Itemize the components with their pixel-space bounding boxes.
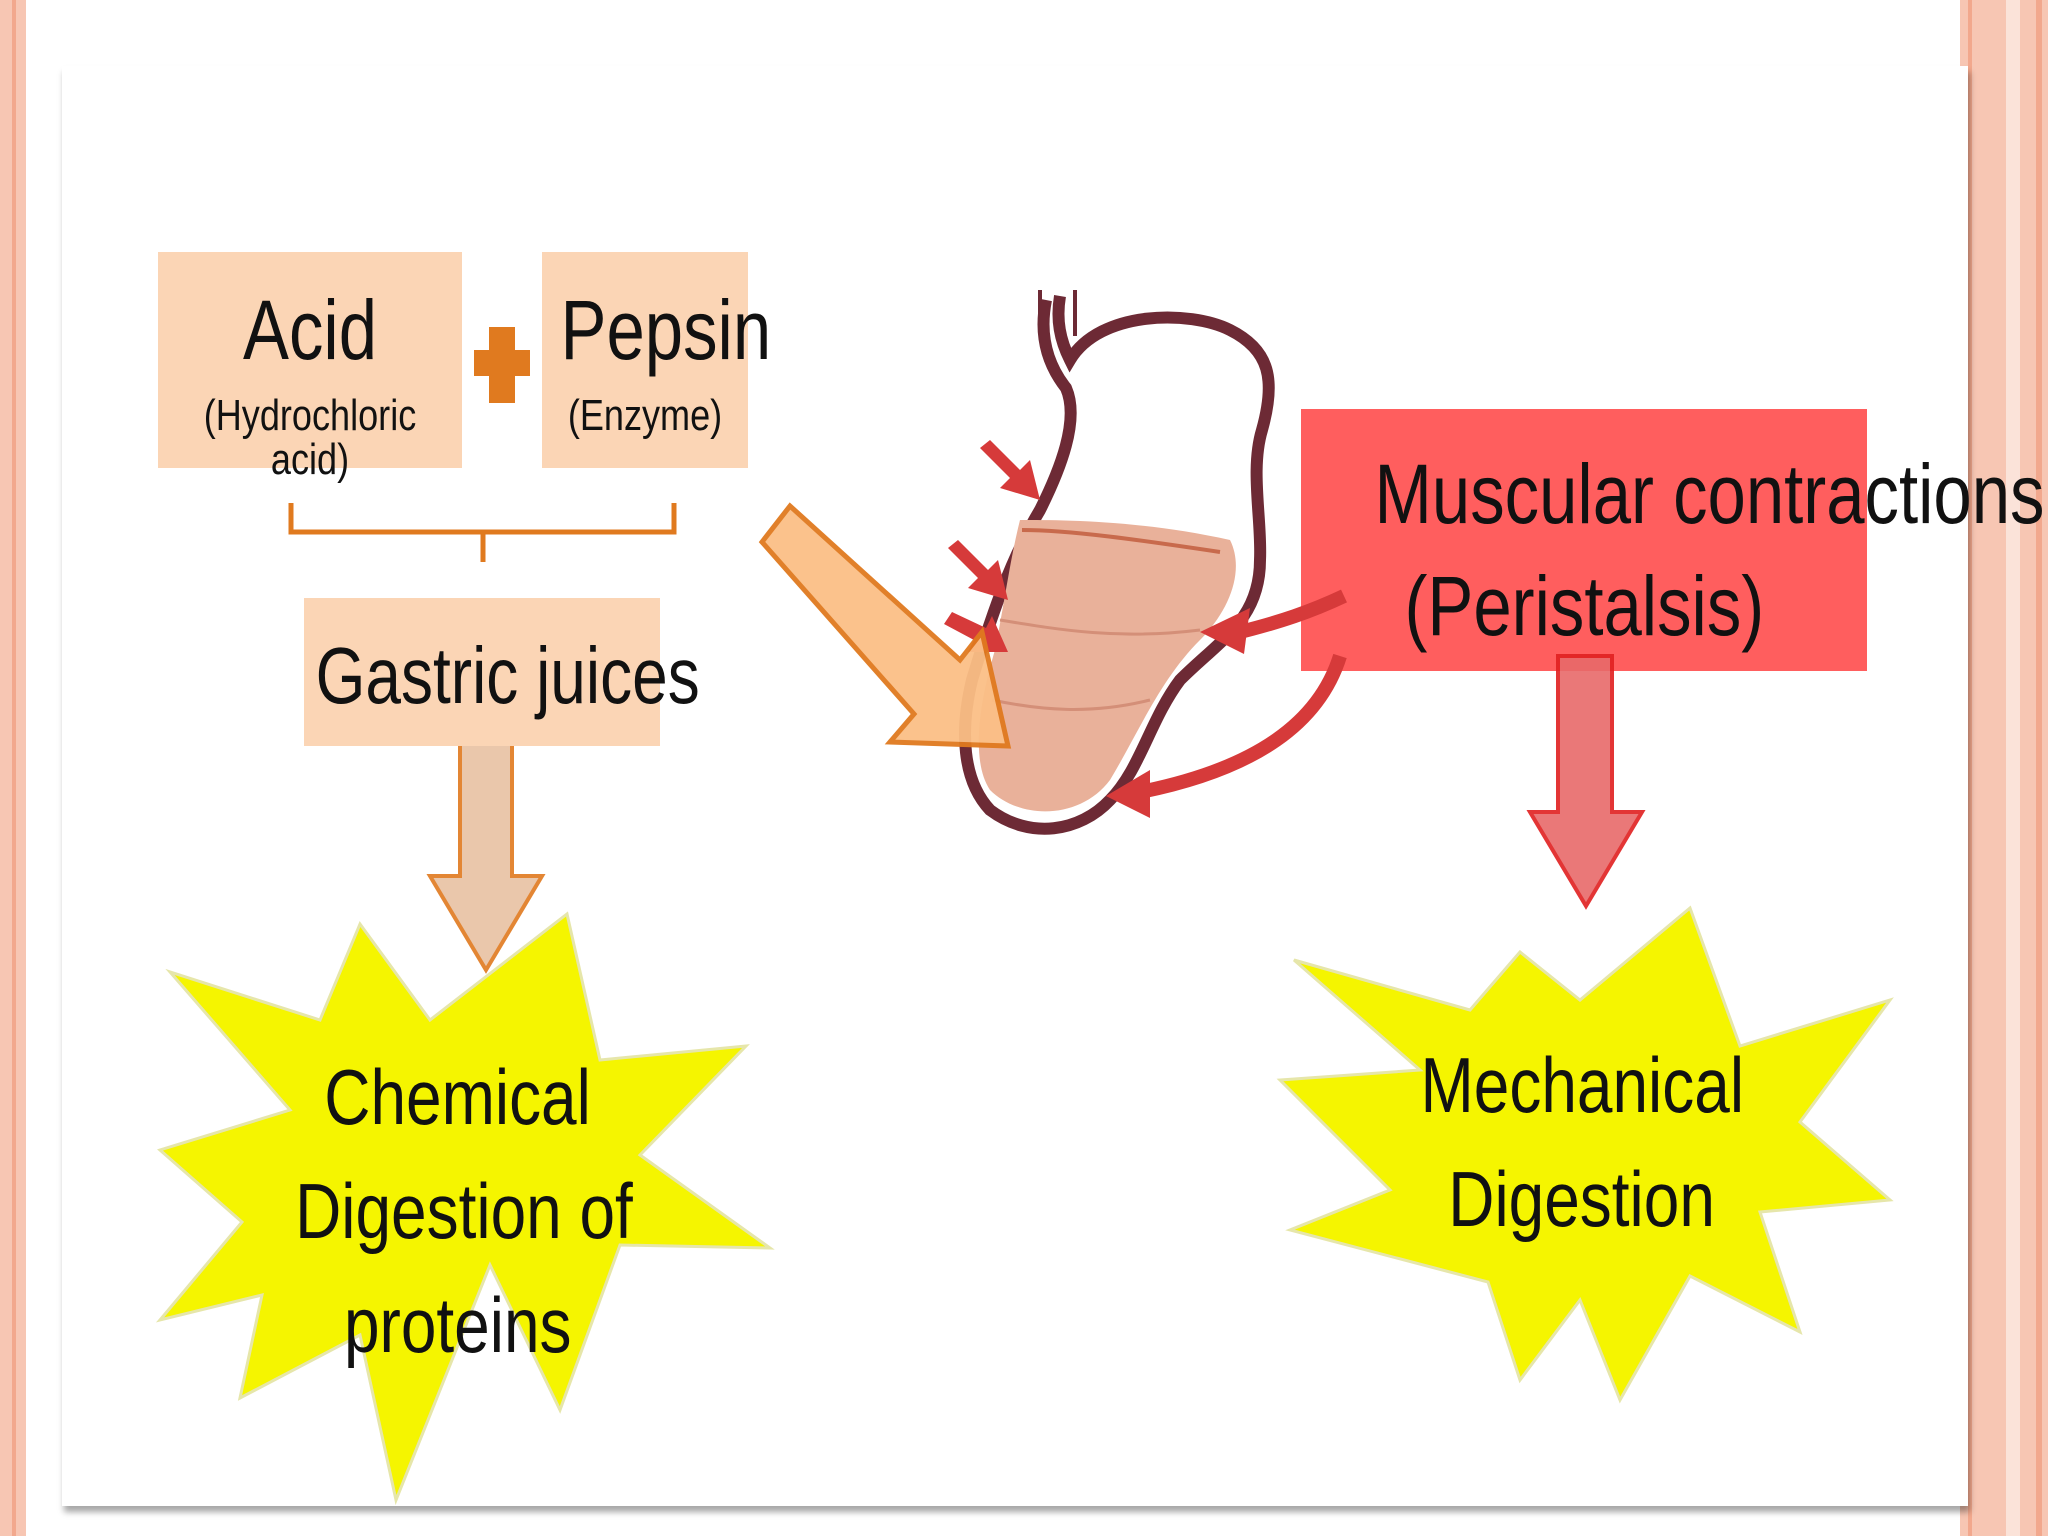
mechanical-line-2: Digestion <box>1448 1155 1716 1243</box>
acid-subtitle: (Hydrochloric acid) <box>203 391 417 484</box>
pepsin-title: Pepsin <box>560 283 772 377</box>
pepsin-subtitle: (Enzyme) <box>567 391 723 440</box>
plus-icon <box>474 327 530 403</box>
pepsin-box: Pepsin (Enzyme) <box>542 252 772 468</box>
mechanical-digestion-label: Mechanical Digestion <box>1382 1028 1782 1256</box>
acid-title: Acid <box>243 283 377 377</box>
chemical-line-3: proteins <box>344 1281 572 1369</box>
muscular-line-1: Muscular contractions <box>1374 447 2045 541</box>
down-arrow-mechanical <box>1526 654 1646 910</box>
muscular-contractions-box <box>1301 409 1867 671</box>
slide-frame-left <box>0 0 26 1536</box>
mechanical-line-1: Mechanical <box>1420 1041 1744 1129</box>
acid-box: Acid (Hydrochloric acid) <box>158 252 462 482</box>
muscular-line-2: (Peristalsis) <box>1404 559 1764 653</box>
slide-frame-right <box>1960 0 2048 1536</box>
gastric-juices-label: Gastric juices <box>315 631 700 720</box>
peristalsis-arrows-left <box>944 440 1040 652</box>
red-curved-arrows <box>1128 589 1347 801</box>
chemical-starburst <box>155 911 775 1506</box>
stomach-illustration <box>959 290 1275 835</box>
orange-arrow <box>758 502 1012 749</box>
mechanical-starburst <box>1276 905 1894 1404</box>
chemical-digestion-label: Chemical Digestion of proteins <box>258 1040 658 1382</box>
chemical-line-2: Digestion of <box>295 1167 633 1255</box>
gastric-juices-box: Gastric juices <box>304 598 700 746</box>
down-arrow-chemical <box>426 718 546 974</box>
bracket <box>288 503 677 562</box>
chemical-line-1: Chemical <box>324 1053 592 1141</box>
muscular-contractions-label: Muscular contractions (Peristalsis) <box>1301 438 2045 662</box>
